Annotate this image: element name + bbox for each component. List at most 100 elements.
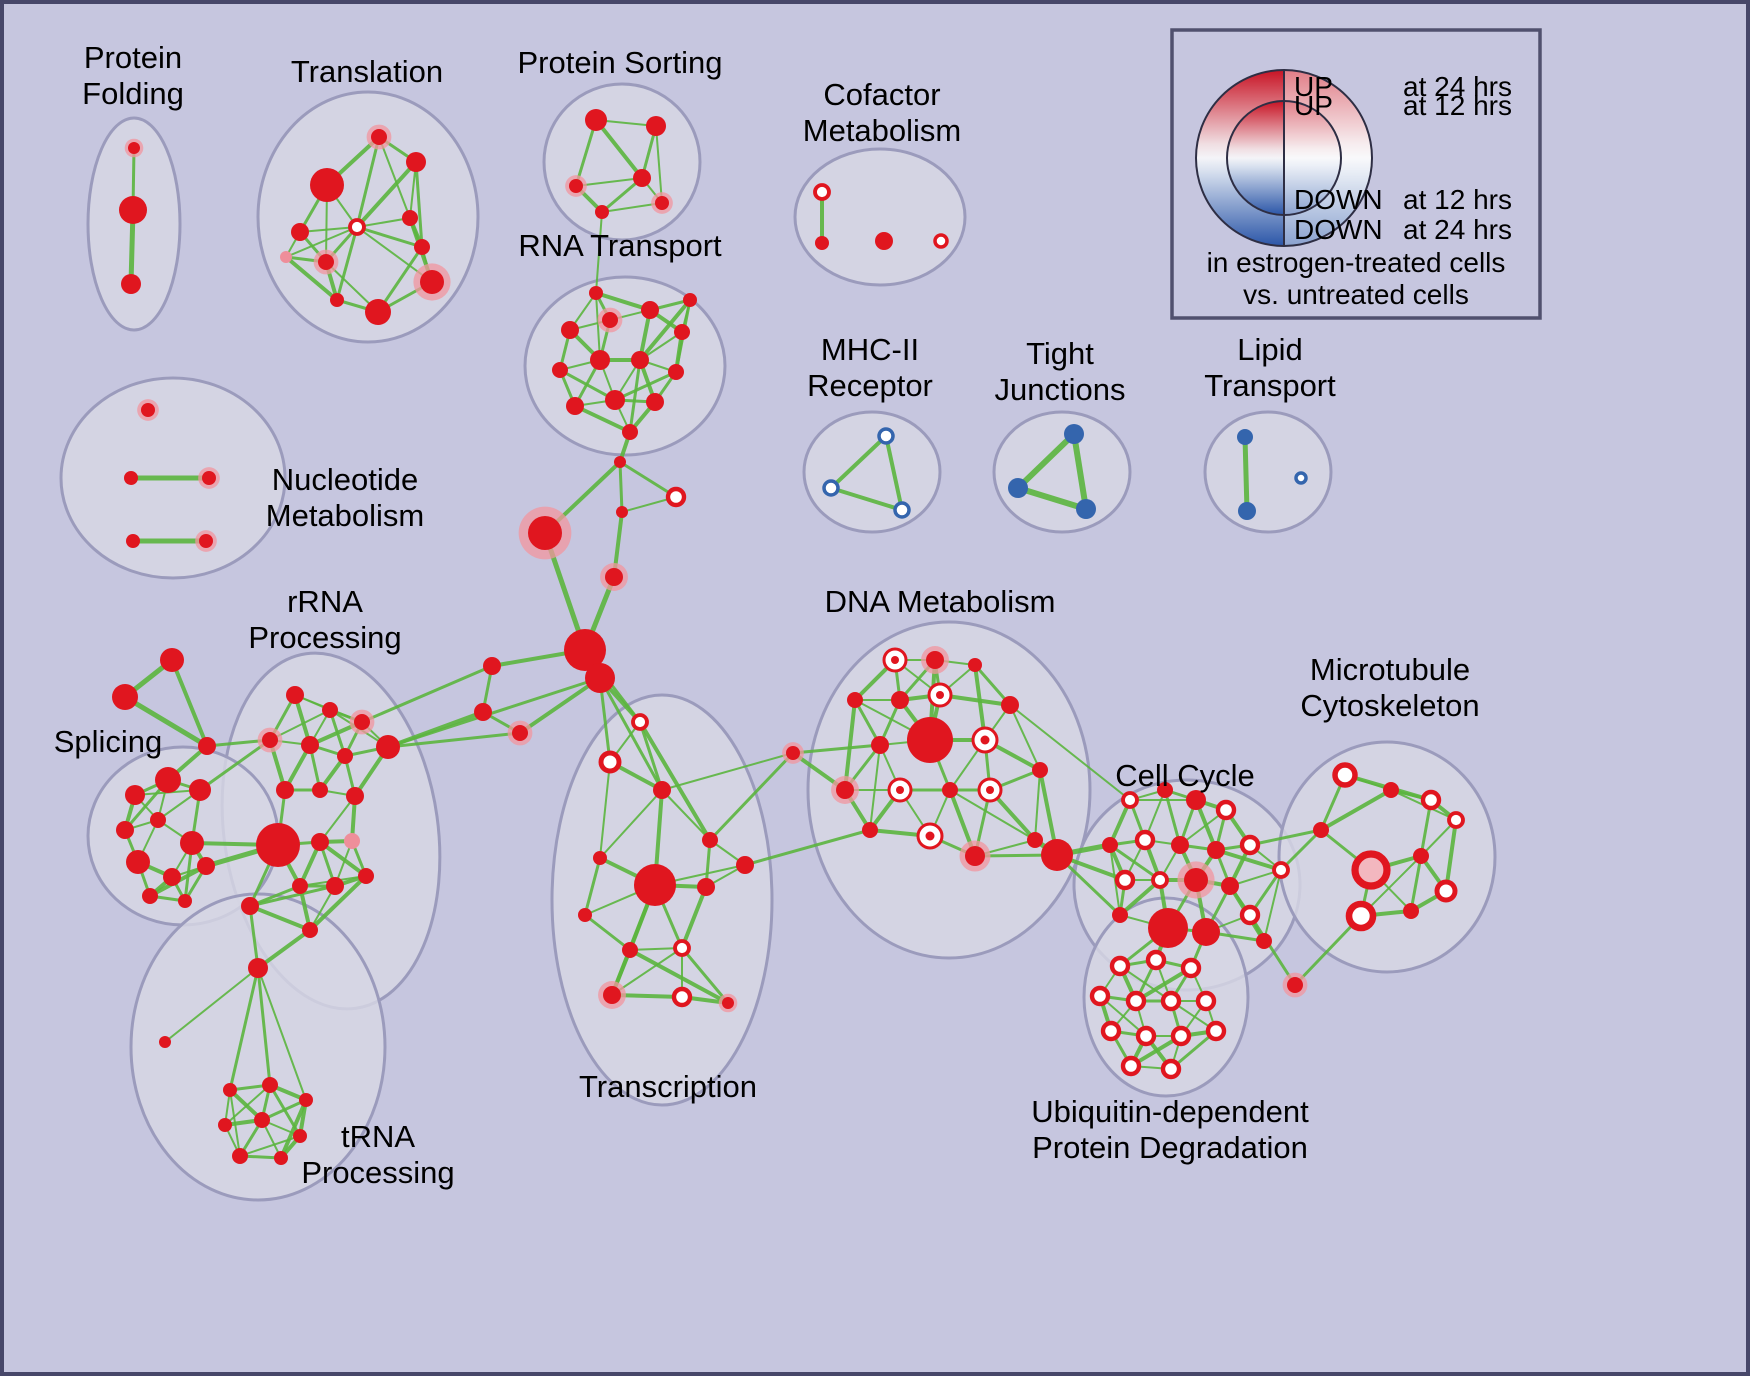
nodes-layer	[112, 109, 1465, 1165]
network-edge	[661, 752, 794, 791]
node-dm5	[891, 691, 909, 709]
network-edge	[598, 676, 664, 792]
network-edge	[360, 664, 494, 724]
node-ub2	[1145, 949, 1167, 971]
network-edge	[228, 966, 260, 1092]
node-mt1	[1332, 762, 1358, 788]
node-ub13	[1160, 1058, 1182, 1080]
node-ub3	[1180, 957, 1202, 979]
node-rt12	[683, 293, 697, 307]
node-dm11	[1032, 762, 1048, 778]
cluster-ellipse-tj	[992, 410, 1132, 534]
node-sp9	[197, 857, 215, 875]
network-edge	[829, 434, 888, 490]
node-tl1	[310, 168, 344, 202]
node-rr7	[376, 735, 400, 759]
network-edge	[308, 874, 368, 932]
network-edge	[319, 795, 356, 843]
node-sp11	[178, 894, 192, 908]
node-sp1	[125, 785, 145, 805]
node-tj3	[1076, 499, 1096, 519]
node-cc9	[1239, 834, 1261, 856]
network-edge	[248, 904, 312, 932]
node-hub2	[585, 663, 615, 693]
network-edge	[239, 1135, 301, 1157]
node-nm1	[137, 399, 159, 421]
node-rr13	[344, 833, 360, 849]
node-tp1	[248, 958, 268, 978]
node-ch6	[483, 657, 501, 675]
node-rt1	[561, 321, 579, 339]
legend-row-time: at 12 hrs	[1403, 184, 1512, 215]
node-rt14	[622, 424, 638, 440]
cluster-ellipse-mh	[802, 410, 942, 534]
node-ub11	[1205, 1020, 1227, 1042]
node-dm7	[1001, 696, 1019, 714]
network-edge	[256, 966, 272, 1087]
legend-row-label: DOWN	[1294, 184, 1383, 215]
node-nm4	[126, 534, 140, 548]
node-cc7	[1171, 836, 1189, 854]
node-lp2	[1238, 502, 1256, 520]
node-mt10	[1434, 879, 1458, 903]
legend-glyph-fade-half	[1284, 70, 1372, 246]
node-hub1	[564, 629, 606, 671]
node-tc6	[634, 864, 676, 906]
legend-row-time: at 12 hrs	[1403, 90, 1512, 121]
node-tc4	[702, 832, 718, 848]
node-ps1	[585, 109, 607, 131]
node-mh3	[893, 501, 911, 519]
node-tc3	[653, 781, 671, 799]
network-edge	[680, 885, 708, 950]
node-cc3	[1186, 790, 1206, 810]
node-sp4	[116, 821, 134, 839]
network-edge	[949, 789, 1036, 841]
node-dm3	[968, 658, 982, 672]
node-cc4	[1215, 799, 1237, 821]
node-dm12	[831, 776, 859, 804]
node-dm15	[977, 777, 1003, 803]
node-sp2	[155, 767, 181, 793]
node-mh1	[877, 427, 895, 445]
node-tr1	[160, 648, 184, 672]
network-edge	[583, 913, 632, 952]
node-ub1	[1109, 955, 1131, 977]
node-dm4	[847, 692, 863, 708]
node-rt11	[646, 393, 664, 411]
legend-caption: in estrogen-treated cells	[1207, 247, 1506, 278]
node-pf2	[119, 196, 147, 224]
network-edge	[574, 118, 598, 188]
node-tc9	[622, 942, 638, 958]
node-nm3	[198, 467, 220, 489]
node-tl4	[291, 223, 309, 241]
node-tn1	[223, 1083, 237, 1097]
network-edge	[279, 1098, 308, 1160]
node-tc2	[598, 750, 622, 774]
node-tn2	[262, 1077, 278, 1093]
node-rr3	[349, 709, 375, 735]
node-rt13	[589, 286, 603, 300]
node-sp10	[142, 888, 158, 904]
node-tl8	[365, 299, 391, 325]
node-mt2	[1383, 782, 1399, 798]
node-mt8	[1345, 900, 1377, 932]
network-edge	[285, 226, 358, 258]
network-edge	[256, 928, 312, 970]
node-ub6	[1160, 990, 1182, 1012]
node-ub4	[1089, 985, 1111, 1007]
network-edge	[518, 676, 602, 735]
node-rr8	[276, 781, 294, 799]
node-tc8	[736, 856, 754, 874]
network-edge	[257, 967, 307, 1101]
cluster-ellipse-ps	[542, 82, 702, 242]
node-sp5	[150, 812, 166, 828]
network-edge	[386, 731, 522, 749]
